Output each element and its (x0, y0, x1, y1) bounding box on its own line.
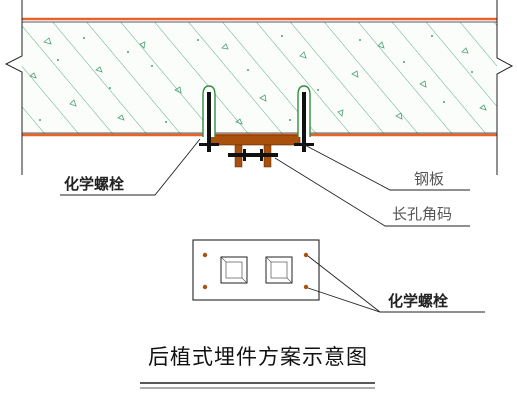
connecting-bolt (228, 153, 278, 157)
bolt-shaft-left (207, 92, 211, 152)
plan-angle-right-inner (270, 261, 288, 279)
leader-chem-bolt-left (60, 138, 201, 196)
leader-lines-top (60, 138, 470, 227)
aggregate-marks (29, 37, 487, 125)
plan-angle-left-inner (225, 261, 243, 279)
plan-bolt-hole-tl (202, 252, 208, 258)
bolt-shaft-right (302, 92, 306, 152)
slab-hatch (22, 22, 497, 134)
connecting-bolt-head-left (243, 149, 246, 161)
leader-steel-plate (300, 142, 470, 191)
leader-plan-bolt-top (307, 255, 381, 313)
plan-bolt-hole-tr (303, 252, 309, 258)
plate-plan-view (192, 239, 320, 301)
leader-slotted-angle (274, 157, 470, 227)
label-slotted-angle: 长孔角码 (392, 205, 452, 223)
leader-lines-plan (307, 255, 485, 313)
label-steel-plate: 钢板 (414, 170, 444, 188)
plan-plate (192, 239, 320, 301)
leader-plan-bolt-bottom (307, 287, 485, 313)
diagram-title: 后植式埋件方案示意图 (148, 345, 368, 369)
steel-plate (209, 134, 301, 146)
plan-bolt-hole-bl (202, 284, 208, 290)
label-chem-bolt-right: 化学螺栓 (388, 292, 448, 310)
connecting-bolt-head-right (260, 149, 263, 161)
concrete-slab (22, 17, 497, 137)
steel-plate-assembly (199, 85, 314, 168)
bolt-nut-left (199, 143, 219, 146)
break-lines (4, 0, 514, 175)
label-chem-bolt-left: 化学螺栓 (64, 175, 124, 193)
plan-bolt-hole-br (303, 284, 309, 290)
